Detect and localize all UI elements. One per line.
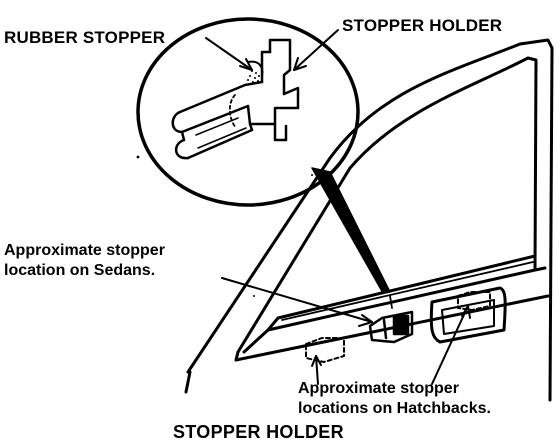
detail-leaders — [205, 29, 339, 71]
rubber-stopper-label: RUBBER STOPPER — [4, 28, 166, 47]
hatchback-label-line2: locations on Hatchbacks. — [298, 400, 491, 417]
detail-magnifier — [136, 17, 360, 207]
sedan-stopper-part — [368, 310, 414, 344]
rubber-stopper-texture — [247, 70, 260, 83]
figure-caption: STOPPER HOLDER — [173, 422, 344, 442]
sedan-label-line1: Approximate stopper — [4, 242, 165, 259]
stopper-holder-label: STOPPER HOLDER — [342, 16, 503, 35]
stopper-holder-detail — [171, 38, 300, 160]
door-handle-recess — [429, 286, 507, 344]
door-leaders — [221, 277, 471, 385]
window-channel — [281, 261, 534, 321]
zoom-wedge — [311, 167, 391, 294]
print-specks — [136, 155, 313, 297]
door-outline — [184, 38, 554, 402]
sedan-label-line2: location on Sedans. — [4, 262, 156, 279]
hatchback-stopper-parts — [305, 291, 491, 363]
hatchback-label-line1: Approximate stopper — [298, 380, 459, 397]
